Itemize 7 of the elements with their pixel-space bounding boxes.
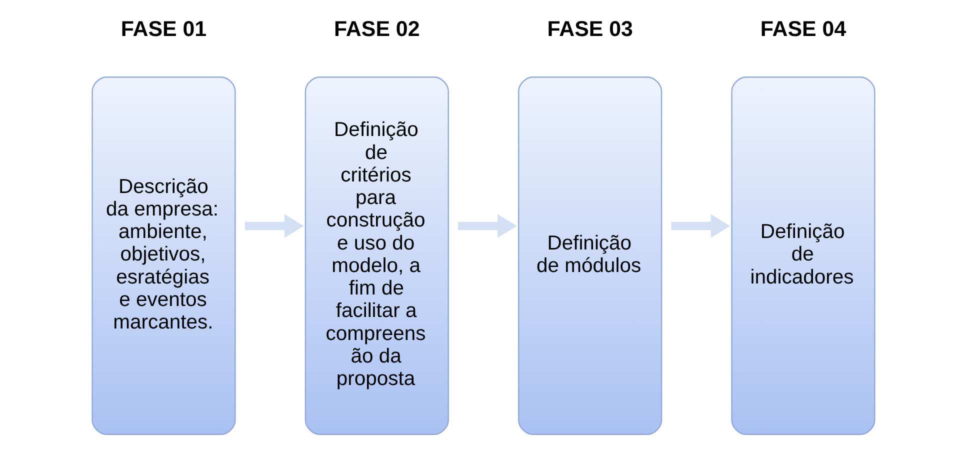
node-label: FASE 01 bbox=[120, 16, 206, 41]
node-label: FASE 03 bbox=[546, 16, 632, 41]
arrow bbox=[670, 214, 730, 238]
node-label: FASE 04 bbox=[760, 16, 846, 41]
node-label: FASE 02 bbox=[334, 16, 420, 41]
arrow bbox=[244, 214, 304, 238]
arrow bbox=[458, 214, 516, 238]
